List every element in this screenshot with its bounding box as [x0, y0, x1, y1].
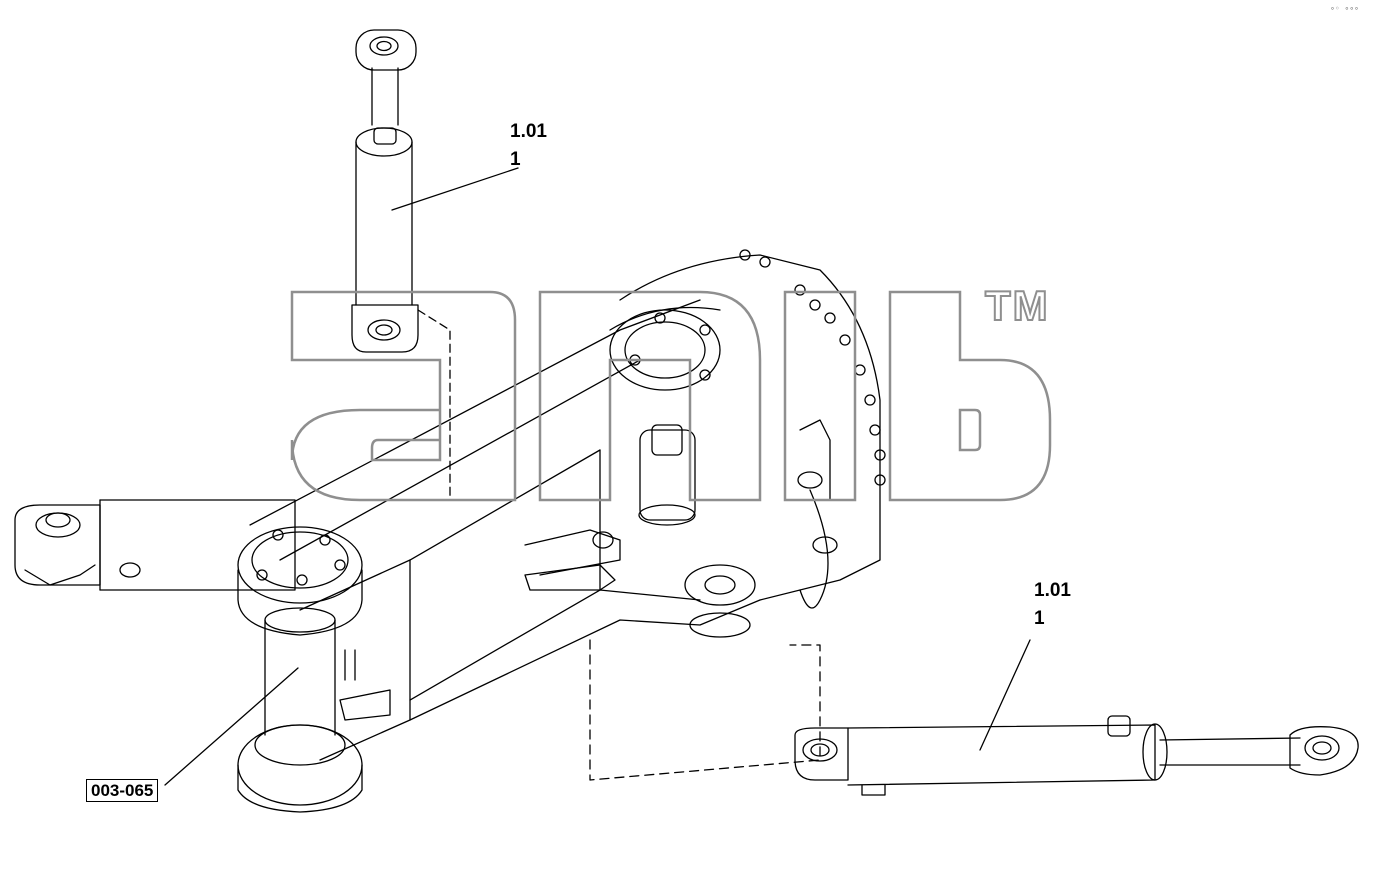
callout-lower-quantity: 1 [1034, 608, 1045, 629]
kingpin-column [237, 526, 391, 813]
trademark-mark: TM [984, 281, 1050, 330]
callout-lower-part-number: 1.01 [1034, 580, 1071, 601]
axle-frame [249, 249, 886, 761]
callout-upper-quantity: 1 [510, 149, 521, 170]
leader-line-reference [164, 667, 299, 786]
lower-hydraulic-cylinder [794, 715, 1359, 796]
reference-drawing-link[interactable]: 003-065 [86, 779, 159, 802]
corner-mark: ∘◦ ∘∘∘ [1330, 4, 1359, 13]
left-tie-rod-end [14, 499, 296, 591]
upper-hydraulic-cylinder [351, 29, 451, 501]
leader-line-upper [391, 167, 519, 211]
callout-upper-part-number: 1.01 [510, 121, 547, 142]
watermark-logo [290, 290, 1052, 502]
leader-line-lower [979, 639, 1031, 751]
